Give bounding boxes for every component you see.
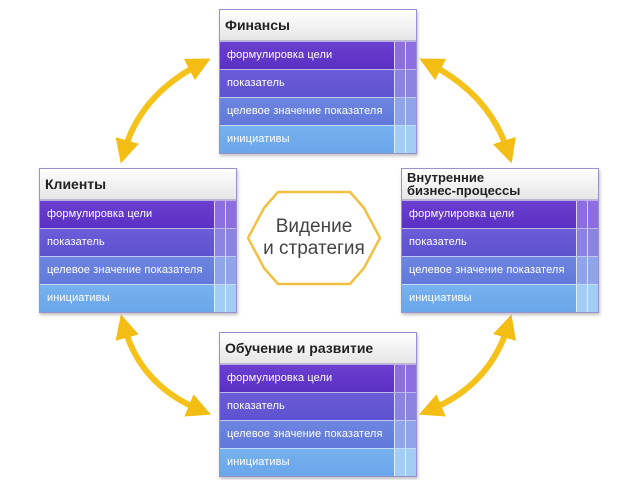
row-indicator: показатель [40, 228, 236, 256]
row-label: целевое значение показателя [227, 428, 383, 440]
row-cell [225, 229, 236, 256]
row-cell [405, 449, 416, 476]
row-cell [394, 365, 405, 392]
row-label: инициативы [227, 456, 290, 468]
row-cell [405, 98, 416, 125]
arrow-processes-learning [418, 314, 516, 417]
row-cell [576, 285, 587, 312]
vision-strategy-badge: Видение и стратегия [244, 186, 384, 290]
row-cell [214, 229, 225, 256]
row-goal: формулировка цели [220, 41, 416, 69]
row-cell [587, 285, 598, 312]
row-label: показатель [47, 236, 105, 248]
row-label: инициативы [47, 292, 110, 304]
row-cell [576, 257, 587, 284]
card-clients: Клиенты формулировка цели показатель цел… [39, 168, 237, 313]
card-processes-title-line-2: бизнес-процессы [407, 183, 521, 198]
row-label: формулировка цели [47, 208, 153, 220]
row-cell [394, 70, 405, 97]
row-cell [394, 98, 405, 125]
center-line-2: и стратегия [263, 238, 365, 259]
arrow-clients-learning [115, 314, 212, 417]
row-cell [394, 42, 405, 69]
row-label: формулировка цели [409, 208, 515, 220]
row-target: целевое значение показателя [40, 256, 236, 284]
row-cell [405, 42, 416, 69]
row-cell [214, 285, 225, 312]
card-finance: Финансы формулировка цели показатель цел… [219, 9, 417, 154]
row-cell [587, 201, 598, 228]
row-label: инициативы [227, 133, 290, 145]
badge-shape [246, 190, 382, 286]
row-label: целевое значение показателя [409, 264, 565, 276]
row-cell [214, 257, 225, 284]
row-cell [405, 70, 416, 97]
row-cell [587, 229, 598, 256]
row-target: целевое значение показателя [220, 97, 416, 125]
row-cell [576, 201, 587, 228]
row-label: показатель [409, 236, 467, 248]
card-processes: Внутренние бизнес-процессы формулировка … [401, 168, 599, 313]
row-cell [576, 229, 587, 256]
card-clients-title: Клиенты [40, 169, 236, 200]
row-indicator: показатель [402, 228, 598, 256]
row-indicator: показатель [220, 392, 416, 420]
row-cell [214, 201, 225, 228]
row-cell [394, 393, 405, 420]
row-cell [225, 257, 236, 284]
card-finance-title: Финансы [220, 10, 416, 41]
row-indicator: показатель [220, 69, 416, 97]
row-label: инициативы [409, 292, 472, 304]
center-line-1: Видение [275, 216, 353, 237]
row-label: целевое значение показателя [227, 105, 383, 117]
row-goal: формулировка цели [220, 364, 416, 392]
arrow-finance-clients [115, 58, 211, 164]
arrow-finance-processes [419, 58, 516, 164]
row-initiatives: инициативы [40, 284, 236, 312]
card-learning-title: Обучение и развитие [220, 333, 416, 364]
row-cell [405, 126, 416, 153]
row-label: показатель [227, 77, 285, 89]
row-cell [394, 126, 405, 153]
row-label: показатель [227, 400, 285, 412]
row-cell [225, 201, 236, 228]
row-cell [405, 365, 416, 392]
row-cell [225, 285, 236, 312]
row-cell [394, 449, 405, 476]
row-cell [394, 421, 405, 448]
row-label: целевое значение показателя [47, 264, 203, 276]
row-target: целевое значение показателя [402, 256, 598, 284]
row-target: целевое значение показателя [220, 420, 416, 448]
row-initiatives: инициативы [220, 448, 416, 476]
row-cell [405, 393, 416, 420]
row-label: формулировка цели [227, 49, 333, 61]
card-processes-title: Внутренние бизнес-процессы [402, 169, 598, 200]
row-goal: формулировка цели [40, 200, 236, 228]
row-initiatives: инициативы [220, 125, 416, 153]
card-learning: Обучение и развитие формулировка цели по… [219, 332, 417, 477]
row-cell [587, 257, 598, 284]
row-label: формулировка цели [227, 372, 333, 384]
row-cell [405, 421, 416, 448]
row-initiatives: инициативы [402, 284, 598, 312]
row-goal: формулировка цели [402, 200, 598, 228]
card-processes-title-line-1: Внутренние [407, 170, 485, 185]
